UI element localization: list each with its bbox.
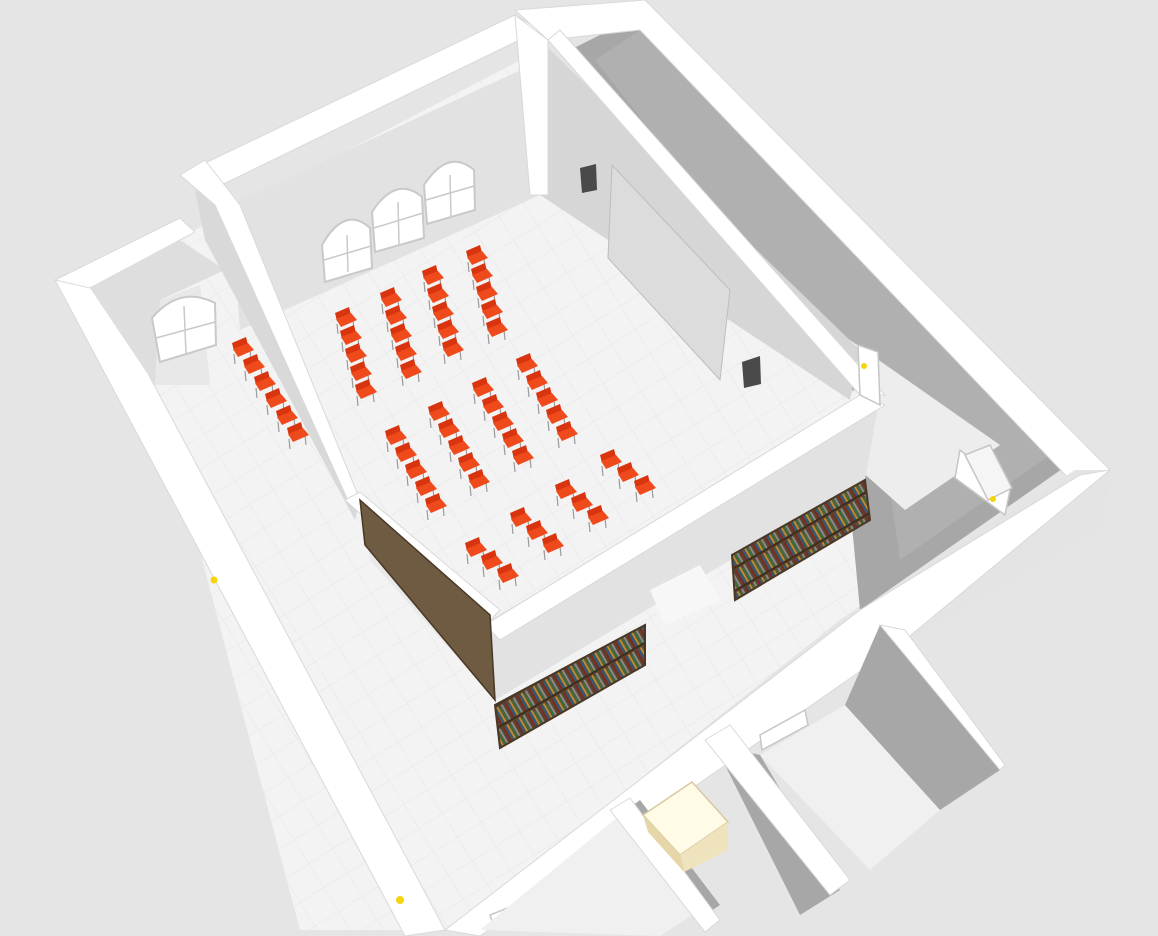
chair [476,281,498,309]
speaker-left [580,164,597,193]
chair [502,428,524,456]
window-hall-3 [422,160,477,226]
window-hall-1 [320,218,374,284]
chair [468,469,490,497]
chair [546,404,568,432]
bookshelf-lobby-east [730,478,872,602]
chair [617,462,639,490]
chair [355,379,377,407]
chair [422,265,444,293]
chair [254,371,276,399]
chair [395,341,417,369]
projection-screen [607,163,731,382]
chair [536,387,558,415]
chair [486,317,508,345]
bookshelf-west-partition [359,498,496,703]
storage-room [704,624,1006,915]
chair [232,337,254,365]
chair [634,475,656,503]
chair [265,388,287,416]
chair [276,405,298,433]
chair [542,533,564,561]
door-handle-west-1 [210,576,218,584]
window-corridor [150,295,218,364]
chair [400,359,422,387]
chair [425,493,447,521]
window-hall-2 [370,187,426,254]
speaker-right [742,356,761,388]
restroom-block [480,797,721,936]
chair [512,445,534,473]
chair [350,361,372,389]
chair [405,459,427,487]
door-handle-west-2 [396,896,404,904]
chair-layout [232,245,656,591]
chair [587,505,609,533]
chair [442,337,464,365]
chair [390,323,412,351]
door-east-wing-1 [857,343,881,407]
chair [497,563,519,591]
chair [287,422,309,450]
bookshelf-lobby-south [493,623,646,750]
chair [556,421,578,449]
chair [482,394,504,422]
side-table [641,781,730,872]
chair [492,411,514,439]
door-east-wing-2 [954,444,1014,517]
chair [380,287,402,315]
chair [458,452,480,480]
